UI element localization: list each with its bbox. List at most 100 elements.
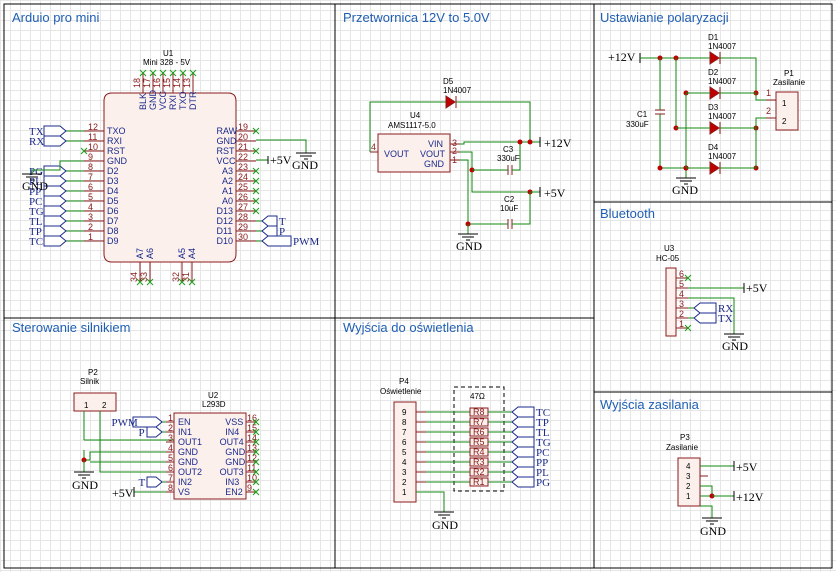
u2-pin-name: EN2: [225, 487, 243, 497]
p3-pin-num: 4: [686, 462, 691, 471]
u1-pin-name: A7: [135, 248, 145, 259]
p2-connector: [73, 392, 117, 412]
no-connect-mark: [252, 468, 260, 476]
u3-body: [665, 267, 677, 337]
section-title-motor: Sterowanie silnikiem: [12, 320, 131, 335]
u3-label-tx-flag: [693, 312, 717, 324]
u2-pin-name: GND: [225, 447, 246, 457]
u1-pin-name: A1: [222, 186, 233, 196]
u2-value: L293D: [202, 400, 226, 409]
u2-body: [173, 412, 247, 500]
p4-label-pc: PC: [536, 447, 549, 459]
u3-ref: U3: [664, 244, 675, 253]
u4-vout: VOUT: [420, 149, 446, 159]
arduino-u1: U1 Mini 328 - 5V 18BLK17GND16VCC15RXI14T…: [22, 49, 320, 286]
c1-ref: C1: [637, 110, 648, 119]
u1-pin-name: D13: [217, 206, 234, 216]
no-connect-mark: [252, 448, 260, 456]
u2-pin-name: OUT1: [178, 437, 202, 447]
u2-label-pwm-flag: [132, 416, 163, 428]
no-connect-mark: [252, 418, 260, 426]
diode-d3: [709, 121, 720, 135]
sheet-border: [3, 3, 833, 569]
p1-pin2: 2: [782, 117, 787, 126]
u2-pin-name: GND: [178, 447, 199, 457]
conv-gnd-label: GND: [456, 239, 482, 253]
u1-pin-name: D7: [107, 216, 119, 226]
u1-pin-num: 15: [162, 78, 172, 88]
u1-label-p-flag: [261, 225, 278, 237]
u1-pin-num: 16: [152, 78, 162, 88]
u1-pin-num: 6: [88, 182, 93, 192]
u2-pin-name: IN2: [178, 477, 192, 487]
p4-pin-num: 9: [402, 408, 407, 417]
u1-pin-num: 4: [88, 202, 93, 212]
u2-pin-name: OUT3: [220, 467, 244, 477]
diode-value: 1N4007: [708, 42, 737, 51]
u4-gnd: GND: [424, 159, 445, 169]
u1-label-pg-flag: [43, 165, 67, 177]
u2-pin-name: IN1: [178, 427, 192, 437]
junction-dot: [657, 165, 663, 171]
resistor-array-box: [453, 386, 505, 492]
u1-pin-name: D4: [107, 186, 119, 196]
no-connect-mark: [252, 177, 260, 185]
u2-right-pins: 16VSS15IN414OUT413GND12GND11OUT310IN39EN…: [220, 413, 260, 497]
pwr-gnd-label: GND: [700, 524, 726, 538]
p4-label-pp: PP: [536, 457, 548, 469]
p4-label-tg-flag: [511, 436, 535, 448]
u1-label-pl-flag: [43, 175, 67, 187]
section-title-light-out: Wyjścia do oświetlenia: [343, 320, 474, 335]
u1-pin-num: 31: [181, 272, 191, 282]
no-connect-mark: [188, 278, 196, 286]
u2-pin-name: OUT2: [178, 467, 202, 477]
u1-pin-num: 32: [171, 272, 181, 282]
p4-pin-num: 7: [402, 428, 407, 437]
u1-pin-num: 12: [88, 122, 98, 132]
u2-pin-name: GND: [178, 457, 199, 467]
u2-pin-num: 11: [247, 463, 256, 473]
p2-value: Silnik: [80, 377, 100, 386]
u2-pin-num: 14: [247, 433, 257, 443]
u1-pin-name: D3: [107, 176, 119, 186]
section-title-polarization: Ustawianie polaryzacji: [600, 10, 729, 25]
u1-pin-name: D11: [217, 226, 233, 236]
c1-value: 330uF: [626, 120, 649, 129]
diode-d1: [709, 51, 720, 65]
u1-ref: U1: [163, 49, 174, 58]
resistor-ref: R3: [473, 457, 485, 467]
u1-label-rx-flag: [43, 135, 67, 147]
no-connect-mark: [252, 458, 260, 466]
p4-label-tp-flag: [511, 416, 535, 428]
u1-label-t: T: [279, 216, 286, 228]
u1-label-p: P: [279, 226, 285, 238]
no-connect-mark: [252, 207, 260, 215]
u1-pin-num: 7: [88, 172, 93, 182]
resistor-ref: R7: [473, 417, 485, 427]
u1-label-pp-flag: [43, 185, 67, 197]
u2-pin-num: 2: [168, 423, 173, 433]
pwr-5v-label: +5V: [736, 460, 758, 474]
bt-gnd-label: GND: [722, 339, 748, 353]
u1-pin-name: TXO: [107, 126, 126, 136]
u1-pin-num: 34: [129, 272, 139, 282]
u1-pin-name: D12: [217, 216, 234, 226]
p3-connector: [677, 457, 701, 507]
section-title-power-out: Wyjścia zasilania: [600, 397, 700, 412]
u1-pin-num: 1: [88, 232, 93, 242]
no-connect-mark: [159, 69, 167, 77]
u4-value: AMS1117-5.0: [388, 121, 436, 130]
u1-pin-num: 23: [238, 162, 248, 172]
p4-label-tl-flag: [511, 426, 535, 438]
u1-pin-num: 5: [88, 192, 93, 202]
u4-vin: VIN: [428, 139, 443, 149]
u2-pin-num: 8: [168, 483, 173, 493]
conv-12v-label: +12V: [544, 136, 572, 150]
no-connect-mark: [178, 278, 186, 286]
u1-pin-num: 9: [88, 152, 93, 162]
